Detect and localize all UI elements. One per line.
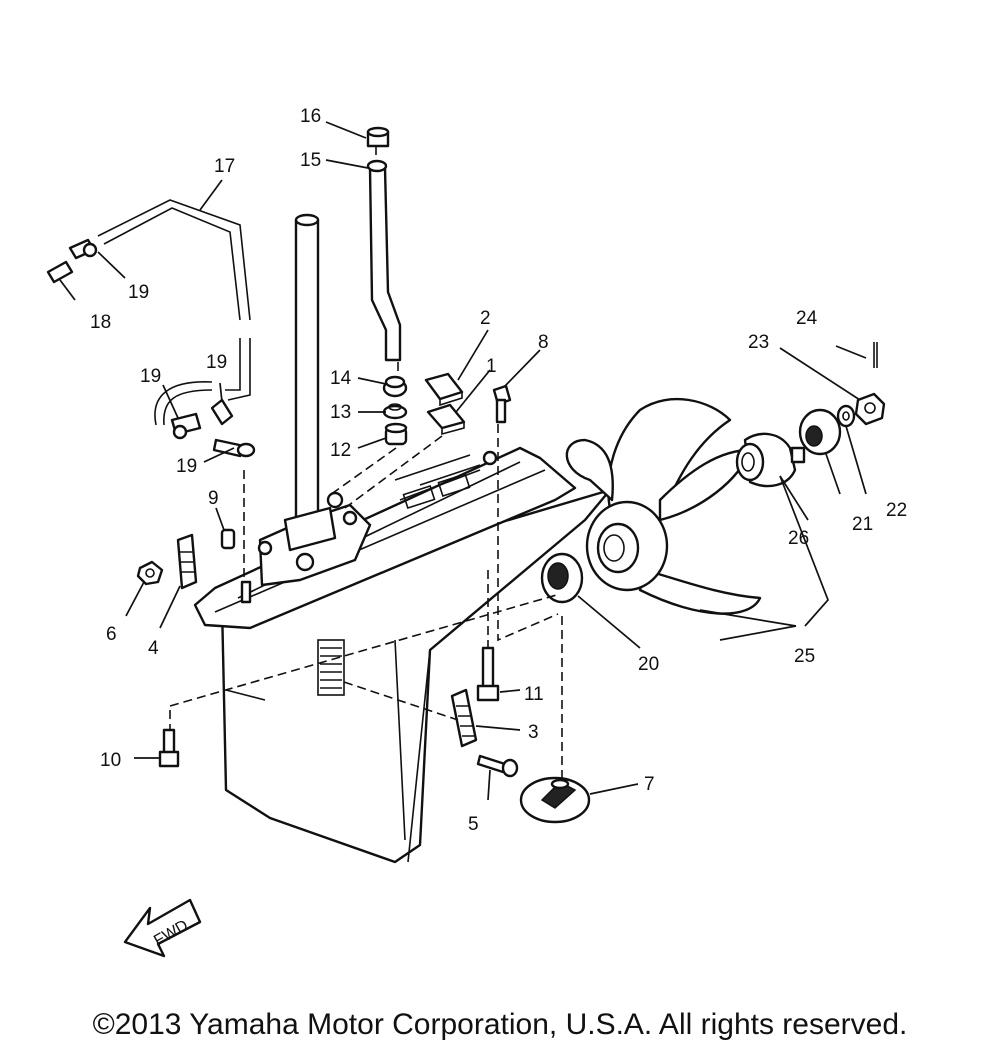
washer-22 [836, 404, 856, 428]
callout-19-bottom: 19 [176, 456, 197, 477]
spacer-26 [735, 432, 806, 488]
callout-8: 8 [538, 332, 549, 353]
callout-22: 22 [886, 500, 907, 521]
callout-23: 23 [748, 332, 769, 353]
callout-20: 20 [638, 654, 659, 675]
nut-6 [136, 560, 164, 586]
callout-6: 6 [106, 624, 117, 645]
callout-1: 1 [486, 356, 497, 377]
callout-25: 25 [794, 646, 815, 667]
fitting-19-upper [68, 238, 98, 260]
clip-19-right [210, 398, 234, 426]
callout-19-left: 19 [140, 366, 161, 387]
propeller-25 [565, 397, 762, 615]
callout-7: 7 [644, 774, 655, 795]
water-tube [366, 159, 402, 362]
callout-labels: 16 15 17 19 18 19 19 19 2 1 8 14 13 12 9… [90, 106, 907, 835]
water-inlet-grill [317, 639, 345, 696]
anode-3 [450, 688, 478, 748]
callout-9: 9 [208, 488, 219, 509]
hose-17 [97, 199, 251, 426]
bolt-5 [476, 754, 519, 778]
callout-4: 4 [148, 638, 159, 659]
callout-19-right: 19 [206, 352, 227, 373]
pin-9 [220, 528, 236, 550]
nut-23 [854, 392, 886, 426]
callout-12: 12 [330, 440, 351, 461]
callout-24: 24 [796, 308, 818, 329]
bolt-8 [492, 384, 512, 424]
callout-13: 13 [330, 402, 351, 423]
fwd-direction-arrow: FWD [123, 898, 202, 958]
callout-21: 21 [852, 514, 873, 535]
callout-16: 16 [300, 106, 321, 127]
plate-2 [424, 372, 464, 407]
bolt-11 [476, 646, 500, 702]
callout-19-top: 19 [128, 282, 149, 303]
cotter-pin-24 [873, 342, 878, 368]
callout-15: 15 [300, 150, 321, 171]
drive-shaft [283, 213, 337, 552]
seal-13 [382, 403, 408, 420]
grommet-16 [366, 126, 390, 148]
grommet-14 [382, 375, 408, 398]
grommet-12 [384, 422, 408, 446]
copyright-notice: ©2013 Yamaha Motor Corporation, U.S.A. A… [92, 1008, 908, 1041]
fitting-18 [46, 260, 74, 284]
callout-18: 18 [90, 312, 111, 333]
clip-19-left [170, 412, 202, 440]
alignment-lines [169, 146, 563, 780]
callout-17: 17 [214, 156, 235, 177]
trim-tab-7 [519, 776, 591, 824]
anode-4 [176, 533, 198, 590]
plate-1 [426, 403, 466, 436]
callout-26: 26 [788, 528, 809, 549]
lower-casing [193, 213, 612, 864]
callout-2: 2 [480, 308, 491, 329]
leader-lines [59, 121, 867, 801]
callout-5: 5 [468, 814, 479, 835]
callout-11: 11 [524, 684, 544, 705]
clip-19-bottom [212, 438, 256, 458]
callout-3: 3 [528, 722, 539, 743]
callout-14: 14 [330, 368, 352, 389]
spacer-21 [798, 408, 842, 456]
callout-10: 10 [100, 750, 121, 771]
screw-clip [240, 580, 252, 604]
washer-20 [540, 552, 584, 604]
bolt-10 [158, 728, 180, 768]
